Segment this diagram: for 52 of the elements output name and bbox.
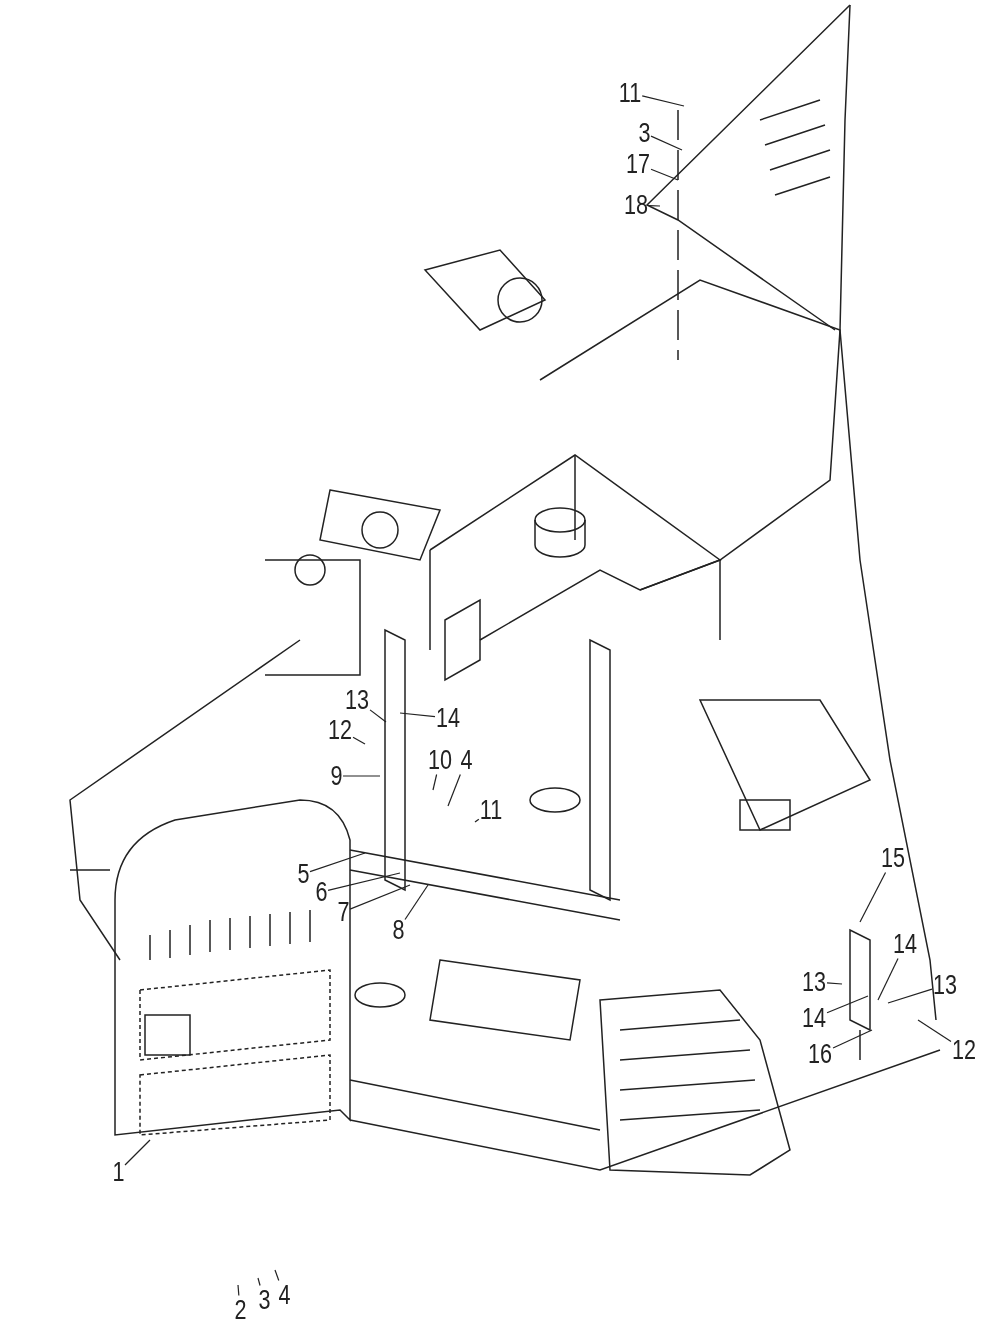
- leader-line: [648, 204, 661, 207]
- callout-number: 7: [337, 898, 350, 926]
- callout-number: 9: [330, 762, 343, 790]
- callout-number: 3: [638, 119, 651, 147]
- leader-line: [826, 982, 843, 985]
- callout-number: 12: [328, 716, 353, 744]
- callout-number: 11: [618, 79, 642, 107]
- leader-line: [257, 1277, 261, 1287]
- callout-number: 12: [952, 1036, 977, 1064]
- leader-line: [369, 709, 387, 723]
- callout-number: 17: [626, 150, 651, 178]
- leader-line: [399, 712, 436, 718]
- callout-number: 5: [297, 860, 310, 888]
- leader-line: [650, 168, 679, 181]
- leader-line: [124, 1139, 151, 1166]
- callout-number: 14: [802, 1004, 827, 1032]
- callout-number: 13: [933, 971, 958, 999]
- leader-line: [274, 1269, 280, 1282]
- leader-line: [887, 988, 933, 1004]
- leader-line: [650, 135, 683, 151]
- callout-number: 15: [881, 844, 906, 872]
- leader-line: [327, 872, 401, 891]
- callout-number: 3: [258, 1286, 271, 1314]
- leader-line: [237, 1284, 240, 1297]
- leader-line: [309, 852, 366, 873]
- callout-number: 4: [278, 1281, 291, 1309]
- leader-line: [859, 871, 887, 923]
- callout-number: 4: [460, 746, 473, 774]
- callout-number: 18: [624, 191, 649, 219]
- callout-number: 2: [234, 1296, 247, 1324]
- leader-line: [877, 957, 899, 1001]
- leader-line: [917, 1019, 952, 1043]
- leader-line: [342, 775, 381, 777]
- callout-number: 14: [436, 704, 461, 732]
- leader-line: [404, 884, 429, 921]
- callout-number: 10: [428, 746, 453, 774]
- leader-line: [349, 884, 411, 910]
- leader-line: [641, 95, 685, 107]
- leader-line: [474, 818, 480, 823]
- callout-number: 14: [893, 930, 918, 958]
- leader-line: [432, 773, 438, 791]
- callout-number: 13: [345, 686, 370, 714]
- callout-number: 11: [479, 796, 503, 824]
- callout-number: 1: [112, 1158, 125, 1186]
- callout-number: 8: [392, 916, 405, 944]
- leader-line: [447, 773, 461, 807]
- callout-number: 13: [802, 968, 827, 996]
- leader-line: [826, 995, 869, 1014]
- leader-line: [832, 1029, 873, 1049]
- callout-number: 16: [808, 1040, 833, 1068]
- leader-line: [352, 736, 366, 745]
- callout-number: 6: [315, 878, 328, 906]
